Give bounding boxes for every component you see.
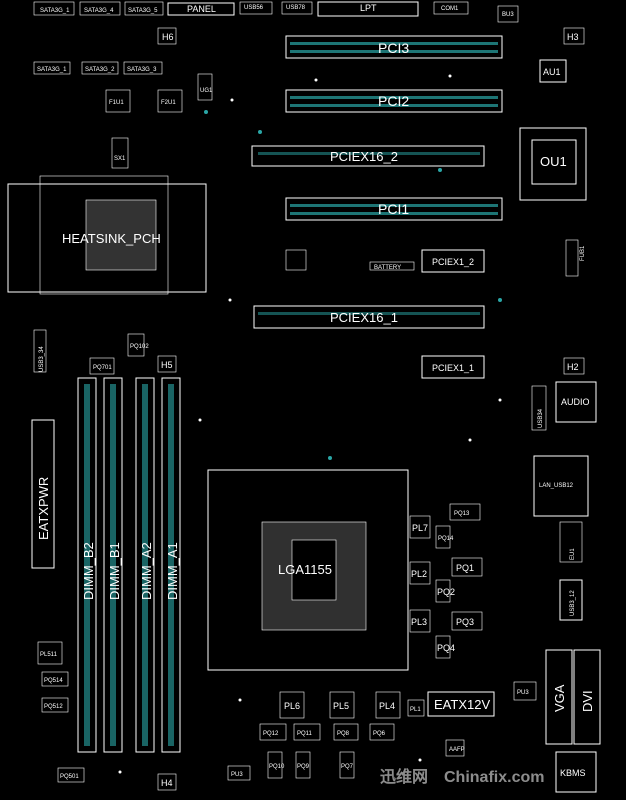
chip-heatsink-pch: HEATSINK_PCH	[62, 231, 161, 246]
label-pu1: AAFP	[449, 747, 465, 753]
dimm-a1: DIMM_A1	[165, 542, 180, 600]
chip-lan-usb12: LAN_USB12	[539, 483, 574, 489]
left-edge-components: USB3_34 EATXPWR PQ701 PQ102 PL511 PQ514 …	[31, 329, 149, 783]
label-pq4: PQ4	[437, 643, 455, 653]
label-pq12: PQ12	[263, 731, 279, 737]
sata-row-2: SATA3G_1 SATA3G_2 SATA3G_3	[33, 61, 163, 75]
slot-pciex16-1: PCIEX16_1	[330, 310, 398, 325]
label-usb34: USB3_12	[570, 590, 576, 616]
chip-ou1: OU1	[540, 154, 567, 169]
label-sx1: SX1	[114, 156, 126, 162]
hole-h5: H5	[161, 360, 173, 370]
chip-eatxpwr: EATXPWR	[36, 477, 51, 540]
chip-bu3: BU3	[502, 12, 514, 18]
slot-pciex1-1: PCIEX1_1	[432, 363, 474, 373]
vrm-components: PL7 PQ13 PQ14 PQ1 PL2 PQ2 PL3 PQ3 PQ4	[409, 503, 483, 659]
label-battery: BATTERY	[374, 265, 401, 271]
chip-kbms: KBMS	[560, 768, 586, 778]
chip-dvi: DVI	[580, 690, 595, 712]
watermark-cn: 迅维网	[380, 767, 428, 786]
label-pu3: PU3	[231, 772, 243, 778]
label-pq13: PQ13	[454, 511, 470, 517]
header-com1: COM1	[441, 6, 459, 12]
label-pl5: PL5	[333, 701, 349, 711]
label-pl2: PL2	[411, 569, 427, 579]
sata-label-2: SATA3G_2	[85, 67, 115, 73]
top-connector-row: SATA3G_1 SATA3G_4 SATA3G_5 PANEL USB56 U…	[33, 1, 519, 23]
pci-slots: PCI3 PCI2 PCIEX16_2 PCI1 PCIEX16_1	[251, 35, 503, 329]
dimm-a2: DIMM_A2	[139, 542, 154, 600]
header-panel: PANEL	[187, 4, 216, 14]
label-pq102: PQ102	[130, 344, 149, 350]
label-pq9: PQ9	[297, 764, 310, 770]
slot-pci2: PCI2	[378, 93, 409, 109]
hole-h3: H3	[567, 32, 579, 42]
label-pq10: PQ10	[269, 764, 285, 770]
watermark: 迅维网 Chinafix.com	[380, 767, 544, 786]
chip-audio: AUDIO	[561, 397, 590, 407]
label-pl6: PL6	[284, 701, 300, 711]
label-pq512: PQ512	[44, 704, 63, 710]
sata-label-1: SATA3G_1	[37, 67, 67, 73]
hole-h6: H6	[162, 32, 174, 42]
header-sata3g-4: SATA3G_4	[84, 8, 114, 14]
hole-h2: H2	[567, 362, 579, 372]
label-usb3-12: EU1	[570, 548, 576, 560]
label-pl511: PL511	[40, 652, 58, 658]
label-pq3: PQ3	[456, 617, 474, 627]
label-pq501: PQ501	[60, 774, 79, 780]
label-pl1: PL1	[410, 707, 421, 713]
header-sata3g-5: SATA3G_5	[128, 8, 158, 14]
label-usb3-34: USB3_34	[39, 346, 45, 372]
bottom-vrm-row: PL6 PL5 PL4 PL1 EATX12V PQ12 PQ11 PQ8 PQ…	[227, 691, 495, 781]
chip-vga: VGA	[552, 684, 567, 712]
chip-au1: AU1	[543, 67, 561, 77]
label-fub1: FUB1	[580, 245, 586, 261]
pch-heatsink: HEATSINK_PCH	[7, 175, 207, 295]
top-left-components: F1U1 F2U1 SX1 UG1	[105, 73, 213, 169]
label-ug1: UG1	[200, 88, 213, 94]
slot-pciex16-2: PCIEX16_2	[330, 149, 398, 164]
header-lpt: LPT	[360, 3, 377, 13]
label-pq14: PQ14	[438, 536, 454, 542]
right-io: USB34 AUDIO LAN_USB12 EU1 USB3_12 PU3 VG…	[513, 381, 601, 793]
mount-holes: H6 H3 H5 H2 H4	[157, 27, 585, 791]
slot-pci3: PCI3	[378, 40, 409, 56]
label-pq1: PQ1	[456, 563, 474, 573]
pad-dots	[118, 74, 502, 774]
label-pl3: PL3	[411, 617, 427, 627]
label-f2u1: F2U1	[161, 100, 176, 106]
pcie-x1-slots: PCIEX1_2 PCIEX1_1	[421, 249, 485, 379]
right-top-chips: AU1 OU1 FUB1	[519, 59, 587, 277]
watermark-site: Chinafix.com	[444, 769, 544, 786]
label-aafp: USB34	[538, 408, 544, 428]
dimm-slots: DIMM_B2 DIMM_B1 DIMM_A2 DIMM_A1	[77, 377, 181, 753]
slot-pci1: PCI1	[378, 201, 409, 217]
label-eu1: PU3	[517, 690, 529, 696]
chip-eatx12v: EATX12V	[434, 697, 490, 712]
label-pq7: PQ7	[341, 764, 354, 770]
dimm-b2: DIMM_B2	[81, 542, 96, 600]
label-pl4: PL4	[379, 701, 395, 711]
dimm-b1: DIMM_B1	[107, 542, 122, 600]
label-pq6: PQ6	[373, 731, 386, 737]
label-pq2: PQ2	[437, 587, 455, 597]
chip-lga1155: LGA1155	[278, 562, 332, 577]
header-sata3g-1: SATA3G_1	[40, 8, 70, 14]
slot-pciex1-2: PCIEX1_2	[432, 257, 474, 267]
hole-h4: H4	[161, 778, 173, 788]
label-pq11: PQ11	[297, 731, 313, 737]
header-usb56: USB56	[244, 5, 264, 11]
label-pq514: PQ514	[44, 678, 63, 684]
battery-area: BATTERY	[285, 249, 415, 271]
header-usb78: USB78	[286, 5, 306, 11]
cpu-socket: LGA1155	[207, 469, 409, 671]
label-pq701: PQ701	[93, 365, 112, 371]
label-pl7: PL7	[412, 523, 428, 533]
label-f1u1: F1U1	[109, 100, 124, 106]
label-pq8: PQ8	[337, 731, 350, 737]
sata-label-3: SATA3G_3	[127, 67, 157, 73]
